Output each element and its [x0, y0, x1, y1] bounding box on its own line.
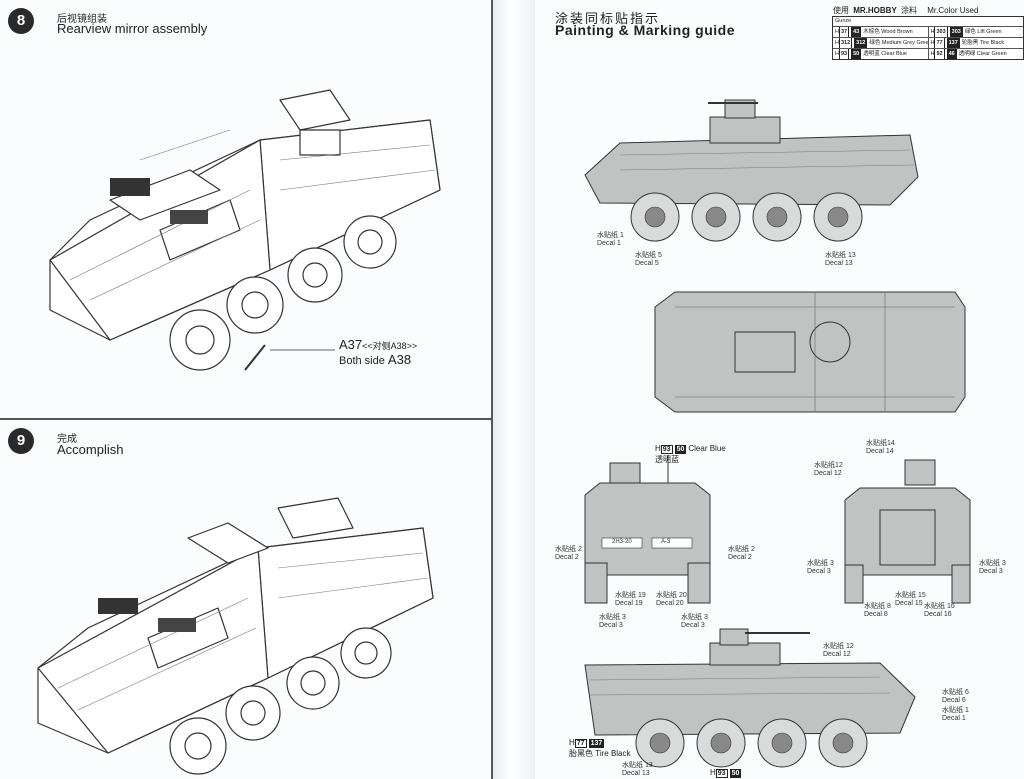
step-9-title-en: Accomplish: [57, 442, 124, 457]
step-8-title-en: Rearview mirror assembly: [57, 21, 208, 36]
plate-right: A-3: [661, 539, 671, 545]
step-8-title-cn: 后视镜组装: [57, 14, 107, 25]
opposite-side-note: <<对侧A38>>: [362, 341, 418, 351]
top-view: [654, 291, 966, 413]
front-view: [584, 455, 711, 604]
step-9-title-cn: 完成: [57, 434, 77, 445]
guide-title-cn: 涂装同标贴指示: [555, 11, 661, 26]
part-a37: A37: [339, 337, 363, 352]
plate-left: 2H3-20: [612, 539, 632, 545]
paint-header: 使用 MR.HOBBY 涂料 Mr.Color Used: [833, 5, 1023, 16]
paint-brand: MR.HOBBY: [853, 6, 897, 15]
paint-used-label: Mr.Color Used: [927, 6, 979, 15]
assembly-page: 8 后视镜组装 Rearview mirror assembly: [0, 0, 493, 779]
paint-prefix: 使用: [833, 6, 849, 15]
page-fold: [493, 0, 535, 779]
vehicle-drawing-step8: [49, 89, 441, 371]
painting-guide-page: 涂装同标贴指示 Painting & Marking guide 使用 MR.H…: [535, 0, 1024, 779]
side-view-left: [584, 99, 919, 242]
both-side-note: Both side: [339, 355, 388, 367]
side-view-right: [584, 628, 916, 768]
rear-view: [844, 459, 971, 604]
guide-title-en: Painting & Marking guide: [555, 22, 736, 38]
vehicle-drawing-step9: [37, 497, 434, 775]
part-a38: A38: [387, 352, 412, 367]
mirror-callout: A37<<对侧A38>> Both side A38: [339, 337, 417, 367]
step-divider: [0, 418, 491, 420]
step-8-badge: 8: [8, 8, 34, 34]
paint-gunze-label: Gunze: [835, 18, 852, 24]
paint-suffix: 涂料: [901, 6, 918, 15]
step-9-badge: 9: [8, 428, 34, 454]
